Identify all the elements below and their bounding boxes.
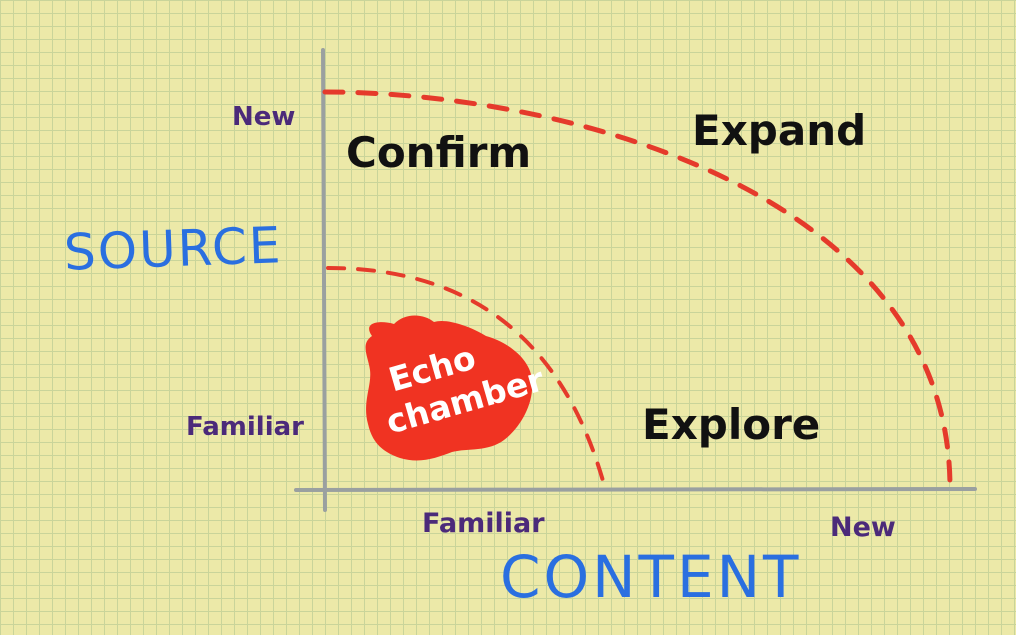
outer-boundary-arc (322, 89, 953, 491)
quadrant-explore-label: Explore (642, 400, 821, 449)
y-axis (321, 48, 327, 512)
quadrant-confirm-label: Confirm (346, 128, 532, 177)
y-axis-tick-familiar: Familiar (186, 412, 304, 442)
y-axis-tick-new: New (232, 102, 296, 132)
x-axis-tick-familiar: Familiar (422, 508, 545, 539)
y-axis-title: SOURCE (63, 216, 284, 282)
inner-boundary-arc (326, 266, 607, 490)
echo-chamber-blob (365, 315, 533, 461)
x-axis-tick-new: New (830, 512, 896, 543)
x-axis (294, 487, 977, 492)
quadrant-expand-label: Expand (692, 106, 867, 155)
x-axis-title: CONTENT (500, 543, 802, 611)
